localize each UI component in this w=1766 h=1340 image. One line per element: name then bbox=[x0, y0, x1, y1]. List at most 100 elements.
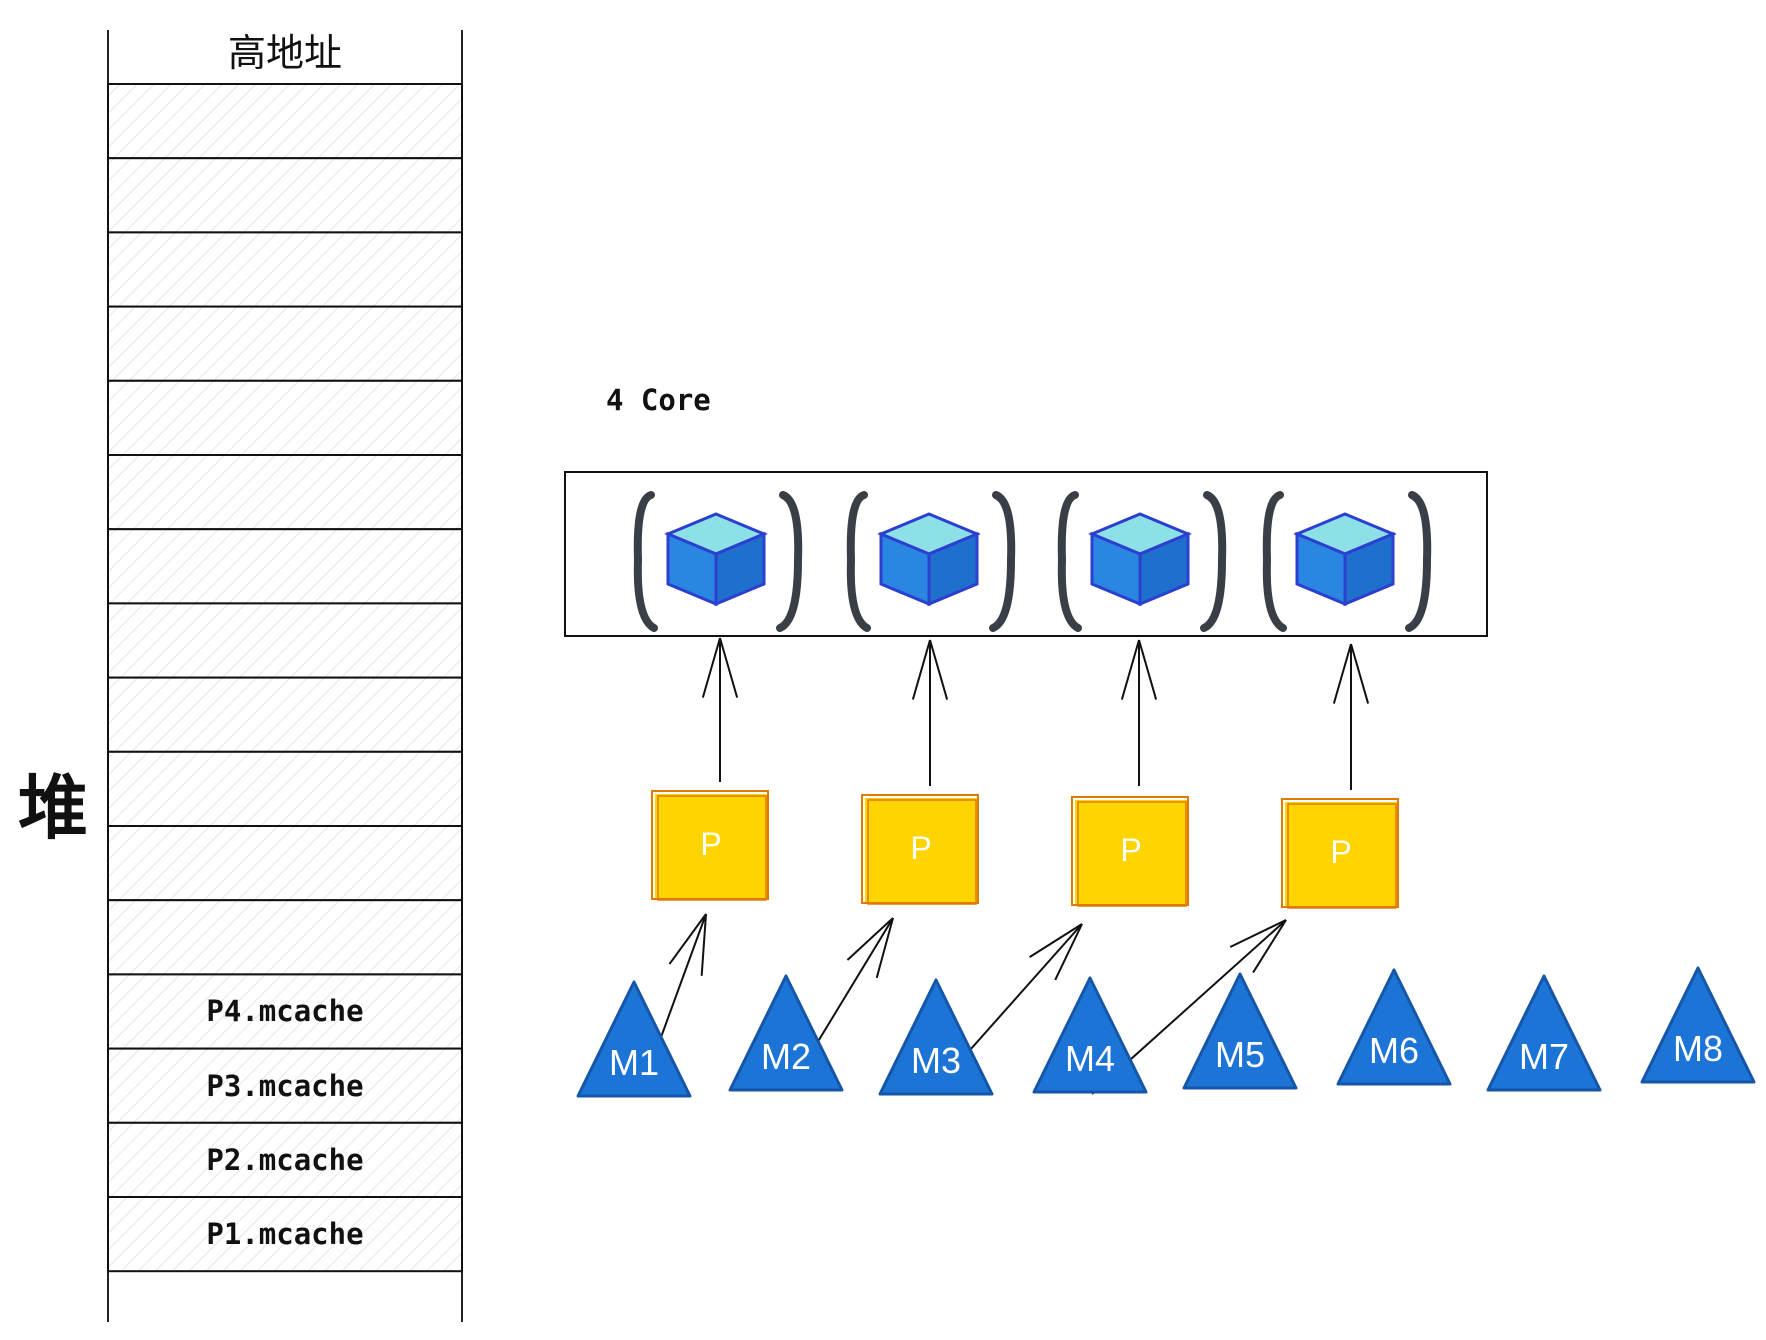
cpu-frame bbox=[564, 471, 1488, 637]
thread-triangle bbox=[878, 978, 994, 1096]
processor-p bbox=[651, 790, 769, 901]
arrow-head bbox=[1138, 639, 1158, 700]
arrow-head bbox=[846, 917, 894, 961]
processor-p bbox=[861, 794, 979, 905]
cube-side bbox=[1138, 531, 1190, 607]
arrow-head bbox=[1120, 639, 1140, 700]
arrow-head bbox=[668, 913, 707, 965]
thread-triangle bbox=[1640, 966, 1756, 1084]
p-to-core-arrow bbox=[911, 639, 949, 786]
thread-label: M6 bbox=[1368, 1030, 1419, 1071]
thread-m bbox=[1032, 976, 1148, 1094]
processor-fill bbox=[1075, 800, 1187, 904]
heap-slot bbox=[107, 83, 463, 160]
arrow-head bbox=[1332, 643, 1352, 704]
arrow-head bbox=[1054, 923, 1083, 981]
arrow-head bbox=[1252, 919, 1287, 974]
thread-label: M5 bbox=[1214, 1034, 1265, 1075]
heap-slot bbox=[107, 1047, 463, 1124]
arrow-head bbox=[1029, 923, 1083, 958]
processor-outline bbox=[651, 790, 769, 900]
thread-triangle bbox=[728, 974, 844, 1092]
heap-slot bbox=[107, 528, 463, 605]
heap-slot bbox=[107, 231, 463, 308]
thread-m bbox=[878, 978, 994, 1096]
heap-slot bbox=[107, 379, 463, 456]
heap-slot bbox=[107, 973, 463, 1050]
processor-outline bbox=[1077, 801, 1187, 907]
processor-label: P bbox=[910, 830, 932, 866]
thread-label: M2 bbox=[760, 1036, 811, 1077]
core-count-label: 4 Core bbox=[606, 383, 711, 417]
cube-side bbox=[927, 531, 979, 607]
p-to-core-arrow bbox=[1120, 639, 1158, 786]
heap-slot-label: P2.mcache bbox=[206, 1142, 364, 1177]
processor-p bbox=[1071, 796, 1189, 907]
heap-slot bbox=[107, 157, 463, 234]
thread-triangle bbox=[1032, 976, 1148, 1094]
thread-label: M1 bbox=[608, 1042, 659, 1083]
right-bracket-icon bbox=[989, 491, 1016, 632]
processor-outline bbox=[867, 799, 977, 905]
thread-triangle bbox=[576, 980, 692, 1098]
heap-slot bbox=[107, 1121, 463, 1199]
arrow-head bbox=[929, 639, 949, 700]
right-bracket-icon bbox=[1405, 491, 1432, 632]
arrow-head bbox=[701, 637, 721, 698]
thread-label: M8 bbox=[1672, 1028, 1723, 1069]
p-to-core-arrow bbox=[701, 637, 739, 782]
processor-outline bbox=[1287, 803, 1397, 909]
heap-slot bbox=[107, 825, 463, 902]
arrow-head bbox=[911, 639, 931, 700]
heap-slot bbox=[107, 1196, 463, 1273]
thread-triangle bbox=[1486, 974, 1602, 1092]
processor-fill bbox=[1285, 802, 1397, 906]
cpu-core-icon bbox=[1057, 491, 1227, 632]
thread-label: M7 bbox=[1518, 1036, 1569, 1077]
heap-high-address-label: 高地址 bbox=[227, 31, 342, 75]
thread-triangle bbox=[1182, 972, 1298, 1090]
processor-fill bbox=[865, 798, 977, 902]
cpu-core-icon bbox=[633, 491, 803, 632]
processor-outline bbox=[861, 794, 979, 904]
heap-slot-label: P3.mcache bbox=[206, 1068, 364, 1103]
processor-label: P bbox=[700, 826, 722, 862]
heap-stack bbox=[107, 30, 463, 1322]
heap-slot bbox=[107, 602, 463, 679]
processor-outline bbox=[657, 795, 767, 901]
heap-slot bbox=[107, 305, 463, 382]
arrow-head bbox=[875, 917, 894, 979]
processor-outline bbox=[1281, 798, 1399, 908]
processor-outline bbox=[1071, 796, 1189, 906]
arrow-head bbox=[1350, 643, 1370, 704]
processor-fill bbox=[655, 794, 767, 898]
thread-m bbox=[1640, 966, 1756, 1084]
left-bracket-icon bbox=[633, 491, 658, 632]
arrow-head bbox=[719, 637, 739, 698]
processor-label: P bbox=[1330, 834, 1352, 870]
left-bracket-icon bbox=[1057, 491, 1082, 632]
arrow-head bbox=[1229, 919, 1287, 948]
processors bbox=[651, 790, 1399, 909]
right-bracket-icon bbox=[1200, 491, 1227, 632]
p-to-core-arrow bbox=[1332, 643, 1370, 790]
thread-m bbox=[1336, 968, 1452, 1086]
left-bracket-icon bbox=[846, 491, 871, 632]
thread-triangle bbox=[1336, 968, 1452, 1086]
thread-m bbox=[728, 974, 844, 1092]
left-bracket-icon bbox=[1262, 491, 1287, 632]
thread-label: M3 bbox=[910, 1040, 961, 1081]
thread-m bbox=[576, 980, 692, 1098]
thread-m bbox=[1486, 974, 1602, 1092]
cpu-core-icon bbox=[846, 491, 1016, 632]
heap-slot bbox=[107, 454, 463, 531]
heap-slot bbox=[107, 676, 463, 753]
right-bracket-icon bbox=[776, 491, 803, 632]
heap-slot bbox=[107, 899, 463, 976]
thread-label: M4 bbox=[1064, 1038, 1115, 1079]
cube-side bbox=[714, 531, 766, 607]
thread-m bbox=[1182, 972, 1298, 1090]
cube-side bbox=[1343, 531, 1395, 607]
threads bbox=[576, 966, 1756, 1098]
